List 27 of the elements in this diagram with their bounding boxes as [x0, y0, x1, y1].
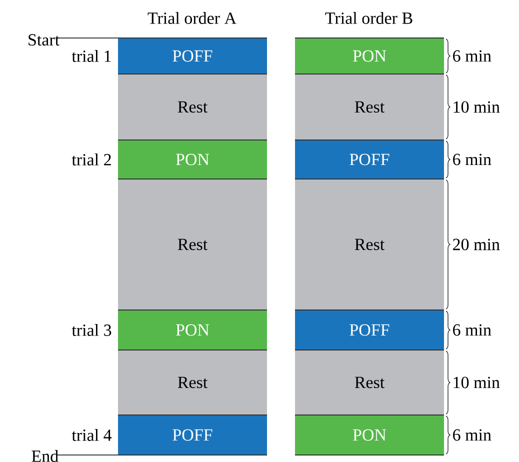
- condition-block: POFF: [118, 38, 267, 74]
- column-header: Trial order B: [325, 12, 412, 24]
- rest-block: Rest: [295, 350, 444, 415]
- duration-brace: 10 min: [446, 350, 500, 414]
- duration-brace: 20 min: [446, 180, 500, 310]
- duration-brace: 6 min: [446, 416, 492, 454]
- trial-label: trial 3: [72, 324, 112, 336]
- column-header: Trial order A: [148, 12, 236, 24]
- duration-brace: 10 min: [446, 74, 500, 140]
- condition-block: PON: [295, 415, 444, 455]
- rest-block: Rest: [118, 74, 267, 140]
- rest-block: Rest: [118, 179, 267, 310]
- condition-block: PON: [118, 140, 267, 179]
- trial-label: trial 2: [72, 154, 111, 166]
- rest-block: Rest: [118, 350, 267, 415]
- duration-brace: 6 min: [446, 140, 492, 178]
- condition-block: POFF: [295, 140, 444, 179]
- condition-block: PON: [295, 38, 444, 74]
- trial-label: trial 4: [72, 429, 112, 441]
- duration-brace: 6 min: [446, 38, 492, 74]
- trial-label: trial 1: [72, 50, 111, 62]
- rest-block: Rest: [295, 179, 444, 310]
- duration-brace: 6 min: [446, 310, 492, 350]
- condition-block: PON: [118, 310, 267, 350]
- condition-block: POFF: [295, 310, 444, 350]
- condition-block: POFF: [118, 415, 267, 455]
- rest-block: Rest: [295, 74, 444, 140]
